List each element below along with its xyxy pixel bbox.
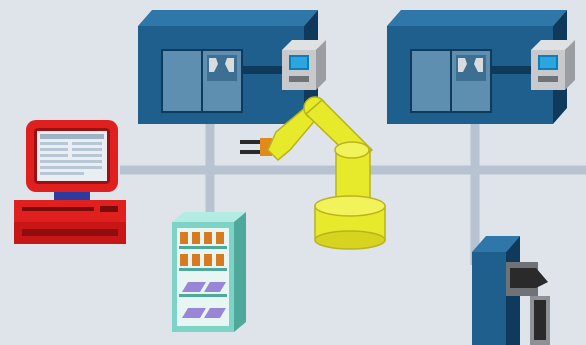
partial-machine bbox=[472, 236, 550, 345]
machine-window-icon bbox=[207, 55, 237, 81]
cnc-controller-left bbox=[282, 40, 326, 90]
controller-screen-icon bbox=[289, 55, 309, 70]
cnc-controller-right bbox=[531, 40, 575, 90]
parts-storage-rack bbox=[172, 212, 246, 332]
workstation-computer bbox=[14, 120, 126, 244]
controller-screen-icon bbox=[538, 55, 558, 70]
machine-window-icon bbox=[456, 55, 486, 81]
gripper-icon bbox=[240, 138, 272, 156]
monitor-screen-icon bbox=[37, 131, 107, 181]
